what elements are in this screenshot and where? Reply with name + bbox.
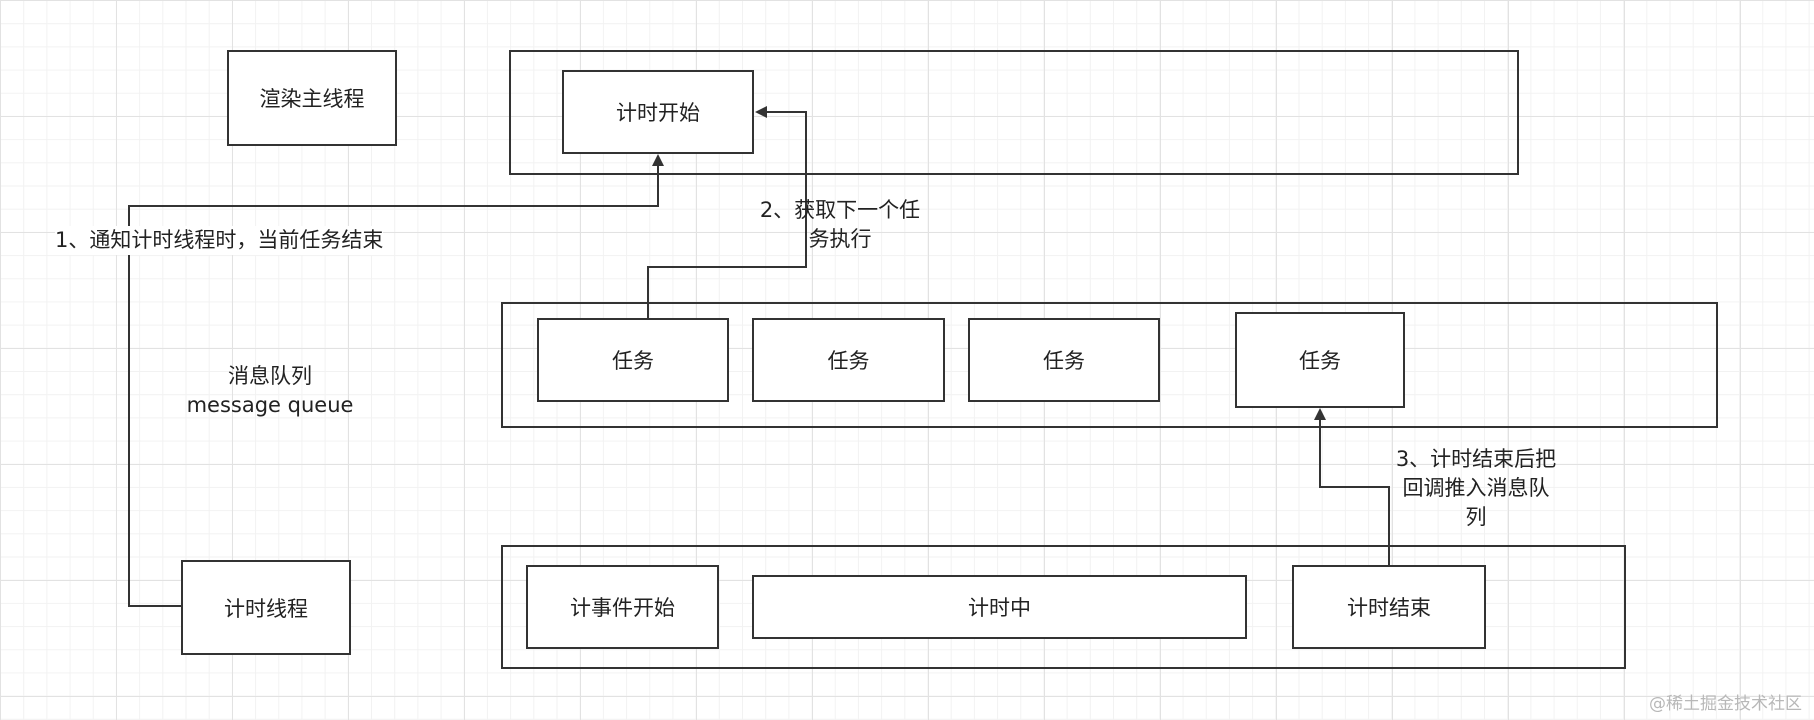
edge-2-label-line-1: 2、获取下一个任 xyxy=(759,198,921,222)
edge-3-label-line-2: 回调推入消息队 xyxy=(1402,476,1550,500)
timer-thread-frame xyxy=(501,545,1626,669)
timing-start-label: 计时开始 xyxy=(616,101,700,125)
timing-start-node: 计时开始 xyxy=(562,70,754,154)
timing-end-label: 计时结束 xyxy=(1347,596,1431,620)
task-node-2: 任务 xyxy=(752,318,945,402)
render-main-thread-label: 渲染主线程 xyxy=(259,87,365,111)
task-label-2: 任务 xyxy=(827,349,870,373)
edge-2-label-line-2: 务执行 xyxy=(808,227,872,251)
event-start-label: 计事件开始 xyxy=(570,596,675,620)
edge-1-label: 1、通知计时线程时，当前任务结束 xyxy=(55,226,384,255)
edge-1-label-line-1: 1、通知计时线程时，当前任务结束 xyxy=(55,228,384,252)
message-queue-label-en: message queue xyxy=(186,393,354,417)
watermark: @稀土掘金技术社区 xyxy=(1649,694,1802,714)
main-thread-frame xyxy=(509,50,1519,175)
edge-3-label: 3、计时结束后把 回调推入消息队 列 xyxy=(1376,445,1576,532)
message-queue-label-cn: 消息队列 xyxy=(228,364,312,388)
timing-in-progress-node: 计时中 xyxy=(752,575,1247,639)
edge-2-label: 2、获取下一个任 务执行 xyxy=(740,196,940,254)
edge-3-label-line-3: 列 xyxy=(1465,505,1487,529)
task-node-1: 任务 xyxy=(537,318,729,402)
render-main-thread-node: 渲染主线程 xyxy=(227,50,397,146)
task-node-3: 任务 xyxy=(968,318,1160,402)
timing-in-progress-label: 计时中 xyxy=(968,596,1031,620)
task-label-1: 任务 xyxy=(612,349,654,373)
task-node-4: 任务 xyxy=(1235,312,1405,408)
task-label-3: 任务 xyxy=(1043,349,1085,373)
timing-end-node: 计时结束 xyxy=(1292,565,1486,649)
timer-thread-node: 计时线程 xyxy=(181,560,351,655)
task-label-4: 任务 xyxy=(1299,349,1341,373)
timer-thread-label: 计时线程 xyxy=(224,596,308,621)
edge-3-label-line-1: 3、计时结束后把 xyxy=(1395,447,1557,471)
event-start-node: 计事件开始 xyxy=(526,565,719,649)
message-queue-label: 消息队列 message queue xyxy=(170,362,370,420)
